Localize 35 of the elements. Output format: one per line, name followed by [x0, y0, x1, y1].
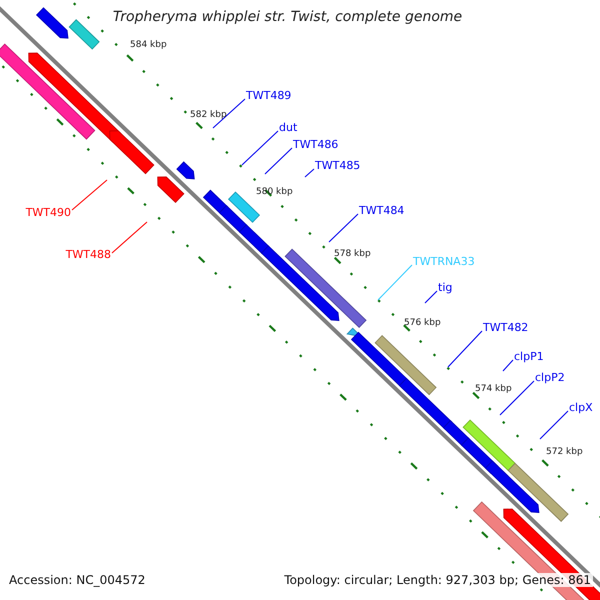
gene-label: TWT484	[359, 204, 404, 217]
gene-label: TWT485	[315, 159, 360, 172]
leader-line	[242, 130, 278, 166]
gene-label: tig	[438, 281, 452, 294]
leader-line	[540, 410, 568, 440]
leader-line	[328, 214, 358, 242]
position-label: 576 kbp	[404, 318, 441, 328]
gene-label: TWTRNA33	[413, 255, 475, 268]
position-label: 584 kbp	[130, 40, 167, 50]
leader-line	[424, 290, 438, 304]
leader-line	[378, 264, 412, 300]
position-label: 582 kbp	[190, 110, 227, 120]
gene-label: TWT490	[26, 206, 71, 219]
leader-line	[212, 98, 246, 128]
gene-label: clpP1	[514, 350, 544, 363]
gene-label: TWT486	[293, 138, 338, 151]
leader-line	[448, 330, 482, 368]
leader-line	[72, 180, 108, 210]
gene-label: dut	[279, 121, 298, 134]
gene-label: TWT482	[483, 321, 528, 334]
gene-label: clpP2	[535, 371, 565, 384]
position-label: 578 kbp	[334, 249, 371, 259]
gene-label: TWT489	[246, 89, 292, 102]
gene-label: TWT488	[66, 248, 111, 261]
leader-line	[502, 360, 514, 372]
position-label: 574 kbp	[475, 384, 512, 394]
leader-line	[304, 168, 314, 178]
genome-summary: Topology: circular; Length: 927,303 bp; Genes: 861	[282, 573, 593, 587]
diagram-title: Tropheryma whipplei str. Twist, complete genome	[112, 9, 464, 25]
accession-note: Accession: NC_004572	[9, 573, 146, 587]
leader-line	[112, 222, 148, 254]
gene-label: clpX	[569, 401, 593, 414]
leader-line	[264, 148, 292, 174]
leader-line	[500, 380, 534, 416]
position-label: 572 kbp	[546, 447, 583, 457]
